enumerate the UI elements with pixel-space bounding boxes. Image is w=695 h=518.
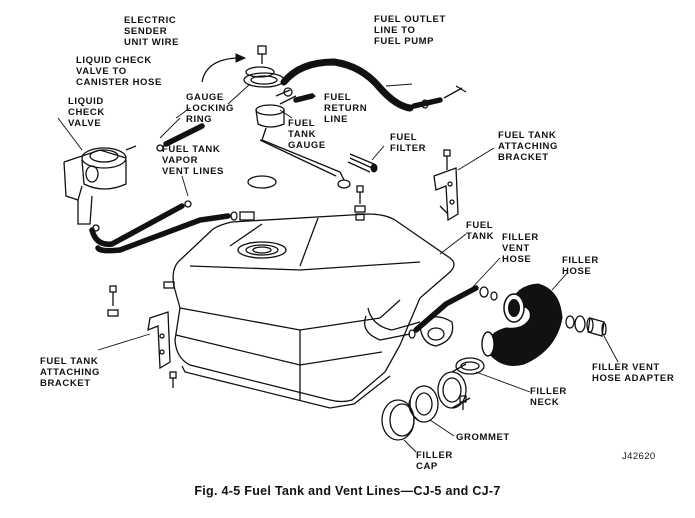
filler-cap bbox=[381, 399, 415, 441]
label-grommet: GROMMET bbox=[456, 432, 510, 443]
label-attaching-bracket-left: FUEL TANK ATTACHING BRACKET bbox=[40, 356, 100, 389]
label-filler-vent-hose-adapter: FILLER VENT HOSE ADAPTER bbox=[592, 362, 675, 384]
label-fuel-filter: FUEL FILTER bbox=[390, 132, 427, 154]
fuel-tank bbox=[172, 211, 455, 409]
label-liquid-check-valve: LIQUID CHECK VALVE bbox=[68, 96, 105, 129]
fuel-filter bbox=[347, 153, 378, 173]
label-fuel-tank: FUEL TANK bbox=[466, 220, 495, 242]
attaching-bracket-right bbox=[433, 149, 459, 222]
label-attaching-bracket-right: FUEL TANK ATTACHING BRACKET bbox=[498, 130, 558, 163]
vapor-vent-lines bbox=[89, 200, 238, 254]
figure-caption: Fig. 4-5 Fuel Tank and Vent Lines—CJ-5 a… bbox=[194, 484, 501, 498]
attaching-bracket-left bbox=[107, 281, 177, 388]
leader-lines bbox=[57, 83, 619, 453]
fuel-gauge-assembly bbox=[243, 45, 351, 189]
filler-neck bbox=[437, 363, 471, 410]
label-filler-vent-hose: FILLER VENT HOSE bbox=[502, 232, 539, 265]
label-fuel-tank-gauge: FUEL TANK GAUGE bbox=[288, 118, 326, 151]
label-liquid-check-valve-to-canister-hose: LIQUID CHECK VALVE TO CANISTER HOSE bbox=[76, 55, 162, 88]
fuel-outlet-line bbox=[280, 58, 414, 112]
label-electric-sender-unit-wire: ELECTRIC SENDER UNIT WIRE bbox=[124, 15, 180, 48]
mounting-bolts-center bbox=[354, 185, 366, 221]
liquid-check-valve bbox=[63, 145, 137, 225]
label-vapor-vent-lines: FUEL TANK VAPOR VENT LINES bbox=[162, 144, 224, 177]
label-filler-cap: FILLER CAP bbox=[416, 450, 453, 472]
label-fuel-return-line: FUEL RETURN LINE bbox=[324, 92, 368, 125]
filler-hose bbox=[481, 283, 563, 366]
grommet bbox=[408, 385, 439, 423]
sender-unit-wire bbox=[201, 57, 237, 83]
label-fuel-outlet-line: FUEL OUTLET LINE TO FUEL PUMP bbox=[374, 14, 446, 47]
canister-hose bbox=[163, 123, 205, 147]
filler-vent-hose-adapter bbox=[565, 315, 607, 337]
label-filler-neck: FILLER NECK bbox=[530, 386, 567, 408]
label-filler-hose: FILLER HOSE bbox=[562, 255, 599, 277]
reference-code: J42620 bbox=[622, 451, 656, 462]
label-gauge-locking-ring: GAUGE LOCKING RING bbox=[186, 92, 235, 125]
filler-vent-hose bbox=[408, 285, 498, 339]
